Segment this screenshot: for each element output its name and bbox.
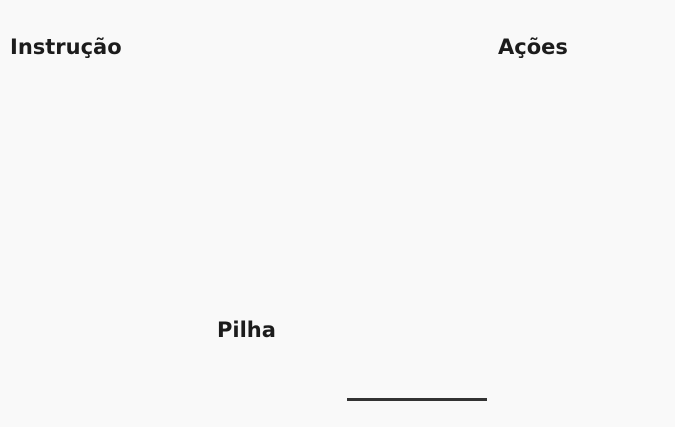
stack-base-line bbox=[347, 398, 487, 401]
stack-label: Pilha bbox=[217, 318, 276, 342]
instruction-label: Instrução bbox=[10, 35, 122, 59]
actions-label: Ações bbox=[498, 35, 568, 59]
